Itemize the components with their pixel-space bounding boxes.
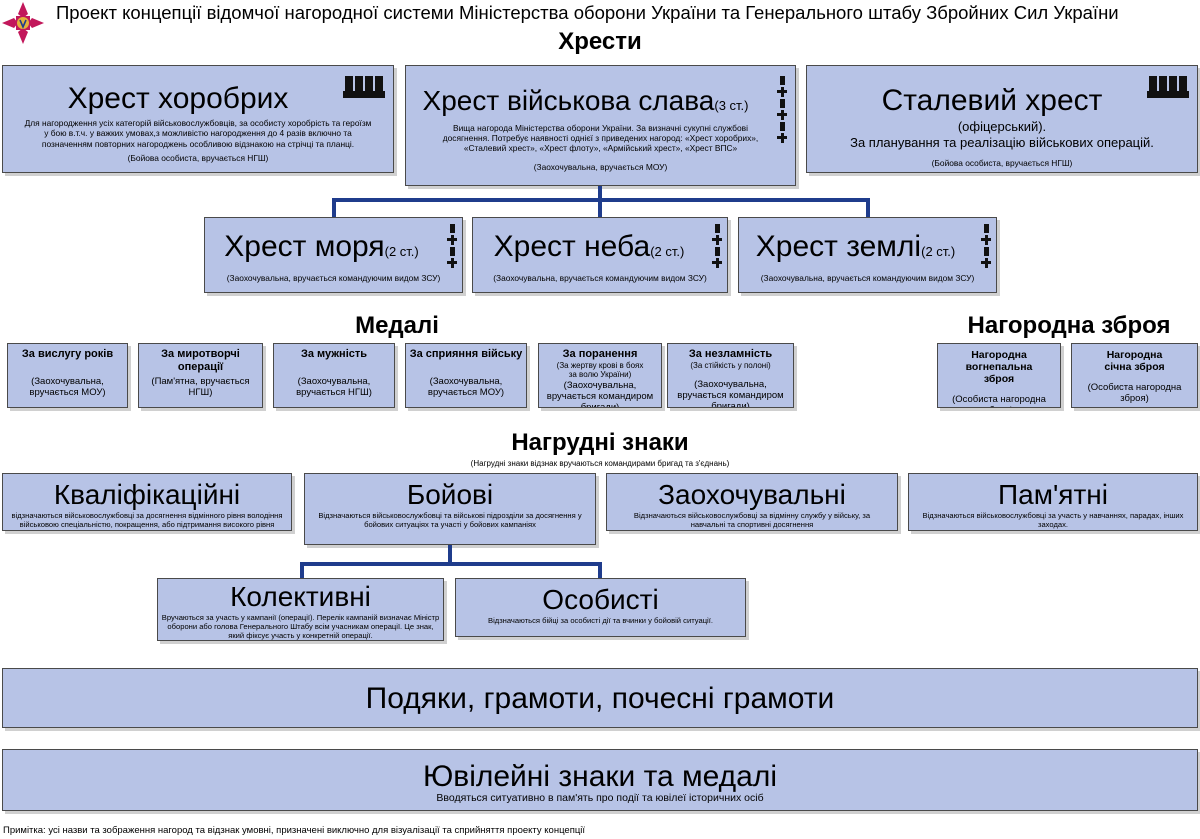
steel-cross-title: Сталевий хрест <box>881 84 1103 117</box>
badge-title: Бойові <box>406 479 494 510</box>
weapon-note: (Особиста нагородна зброя) <box>952 394 1046 407</box>
badge-memorial-box: Пам'ятні Відзначаються військовослужбовц… <box>908 473 1198 531</box>
cross-land-title: Хрест землі <box>755 230 922 263</box>
weapon-title: Нагородна січна зброя <box>1104 349 1165 374</box>
repeat-award-bars-icon <box>343 76 385 98</box>
thanks-certificates-title: Подяки, грамоти, почесні грамоти <box>365 682 835 715</box>
cross-glory-note: (Заохочувальна, вручається МОУ) <box>533 161 668 172</box>
connector-line <box>300 562 304 578</box>
medal-title: За незламність <box>688 348 773 360</box>
badge-collective-title: Колективні <box>230 581 371 612</box>
cross-brave-desc: Для нагородження усіх категорій військов… <box>24 118 372 149</box>
repeat-award-bars-icon <box>1147 76 1189 98</box>
cross-sea-note: (Заохочувальна, вручається командуючим в… <box>226 273 441 283</box>
badge-combat-box: Бойові Відзначаються військовослужбовці … <box>304 473 596 545</box>
badge-title: Кваліфікаційні <box>53 479 241 510</box>
medal-peacekeeping-box: За миротворчі операції (Пам'ятна, вручає… <box>138 343 263 408</box>
badge-personal-desc: Відзначаються бійці за особисті дії та в… <box>488 615 713 625</box>
cross-land-box: Хрест землі(2 ст.) (Заохочувальна, вруча… <box>738 217 997 293</box>
cross-sky-degree: (2 ст.) <box>650 244 685 259</box>
medal-title: За вислугу років <box>21 348 114 360</box>
badge-personal-box: Особисті Відзначаються бійці за особисті… <box>455 578 746 637</box>
badge-desc: відзначаються військовослужбовці за дося… <box>11 510 283 530</box>
medal-courage-box: За мужність (Заохочувальна, вручається Н… <box>273 343 395 408</box>
steel-cross-note: (Бойова особиста, вручається НГШ) <box>931 158 1073 168</box>
jubilee-box: Ювілейні знаки та медалі Вводяться ситуа… <box>2 749 1198 811</box>
medal-title: За миротворчі операції <box>161 348 240 373</box>
medal-assistance-box: За сприяння війську (Заохочувальна, вруч… <box>405 343 527 408</box>
badge-title: Заохочувальні <box>658 479 846 510</box>
cross-sea-title: Хрест моря <box>224 230 385 263</box>
steel-cross-sub: (офіцерський). <box>957 119 1047 134</box>
cross-land-degree: (2 ст.) <box>921 244 956 259</box>
connector-line <box>332 198 336 217</box>
weapons-section-title: Нагородна зброя <box>967 312 1171 339</box>
medal-note: (Пам'ятна, вручається НГШ) <box>151 376 250 399</box>
badge-personal-title: Особисті <box>542 584 659 615</box>
badge-collective-box: Колективні Вручаються за участь у кампан… <box>157 578 444 641</box>
badge-desc: Відзначаються військовослужбовці за відм… <box>633 510 871 530</box>
cross-military-glory-box: Хрест військова слава(3 ст.) Вища нагоро… <box>405 65 796 186</box>
badge-encouragement-box: Заохочувальні Відзначаються військовослу… <box>606 473 898 531</box>
cross-brave-title: Хрест хоробрих <box>67 82 289 115</box>
badges-section-title: Нагрудні знаки <box>511 429 689 456</box>
award-firearm-box: Нагородна вогнепальна зброя (Особиста на… <box>937 343 1061 408</box>
connector-line <box>598 562 602 578</box>
cross-sky-box: Хрест неба(2 ст.) (Заохочувальна, вручає… <box>472 217 728 293</box>
medal-wounded-box: За поранення (За жертву крові в боях за … <box>538 343 662 408</box>
footnote: Примітка: усі назви та зображення нагоро… <box>3 825 586 836</box>
badge-qualification-box: Кваліфікаційні відзначаються військовосл… <box>2 473 292 531</box>
thanks-certificates-box: Подяки, грамоти, почесні грамоти <box>2 668 1198 728</box>
ministry-emblem-icon <box>2 2 44 44</box>
cross-glory-degree: (3 ст.) <box>714 98 749 113</box>
crosses-section-title: Хрести <box>558 28 642 55</box>
cross-sea-degree: (2 ст.) <box>384 244 419 259</box>
steel-cross-desc: За планування та реалізацію військових о… <box>850 135 1154 150</box>
badges-section-sub: (Нагрудні знаки відзнак вручаються коман… <box>470 459 730 468</box>
page-title: Проект концепції відомчої нагородної сис… <box>56 2 1119 23</box>
badge-desc: Відзначаються військовослужбовці за учас… <box>922 510 1184 530</box>
medal-note: (Заохочувальна, вручається командиром бр… <box>677 379 784 408</box>
weapon-note: (Особиста нагородна зброя) <box>1087 382 1182 405</box>
cross-two-degree-icon <box>712 224 722 268</box>
connector-line <box>598 186 602 200</box>
cross-land-note: (Заохочувальна, вручається командуючим в… <box>760 273 975 283</box>
weapon-title: Нагородна вогнепальна зброя <box>965 349 1033 386</box>
cross-sky-note: (Заохочувальна, вручається командуючим в… <box>493 273 707 283</box>
medal-sub: (За жертву крові в боях за волю України) <box>556 360 644 380</box>
medal-resilience-box: За незламність (За стійкість у полоні) (… <box>667 343 794 408</box>
cross-brave-note: (Бойова особиста, вручається НГШ) <box>127 152 269 163</box>
medal-note: (Заохочувальна, вручається командиром бр… <box>546 380 654 408</box>
connector-line <box>448 545 452 565</box>
medal-sub: (За стійкість у полоні) <box>690 360 771 370</box>
connector-line <box>598 198 602 217</box>
jubilee-desc: Вводяться ситуативно в пам'ять про події… <box>436 792 764 804</box>
cross-sky-title: Хрест неба <box>493 230 651 263</box>
medal-long-service-box: За вислугу років (Заохочувальна, вручаєт… <box>7 343 128 408</box>
cross-glory-desc: Вища нагорода Міністерства оборони Украї… <box>442 122 759 154</box>
cross-two-degree-icon <box>447 224 457 268</box>
medal-note: (Заохочувальна, вручається НГШ) <box>296 375 372 398</box>
steel-cross-box: Сталевий хрест (офіцерський). За планува… <box>806 65 1198 173</box>
connector-line <box>300 562 602 566</box>
cross-glory-title: Хрест військова слава <box>422 85 715 116</box>
badge-desc: Відзначаються військовослужбовці та війс… <box>318 510 582 530</box>
award-blade-box: Нагородна січна зброя (Особиста нагородн… <box>1071 343 1198 408</box>
medal-note: (Заохочувальна, вручається МОУ) <box>29 375 106 398</box>
cross-sea-box: Хрест моря(2 ст.) (Заохочувальна, вручає… <box>204 217 463 293</box>
medals-section-title: Медалі <box>355 312 439 339</box>
medal-note: (Заохочувальна, вручається МОУ) <box>427 375 505 398</box>
medal-title: За поранення <box>562 348 638 360</box>
badge-title: Пам'ятні <box>998 479 1108 510</box>
connector-line <box>866 198 870 217</box>
badge-collective-desc: Вручаються за участь у кампанії (операці… <box>161 612 440 641</box>
jubilee-title: Ювілейні знаки та медалі <box>422 760 778 793</box>
medal-title: За сприяння війську <box>409 348 523 360</box>
medal-title: За мужність <box>300 348 368 360</box>
cross-brave-box: Хрест хоробрих Для нагородження усіх кат… <box>2 65 394 173</box>
cross-two-degree-icon <box>981 224 991 268</box>
cross-three-degree-icon <box>777 76 787 143</box>
